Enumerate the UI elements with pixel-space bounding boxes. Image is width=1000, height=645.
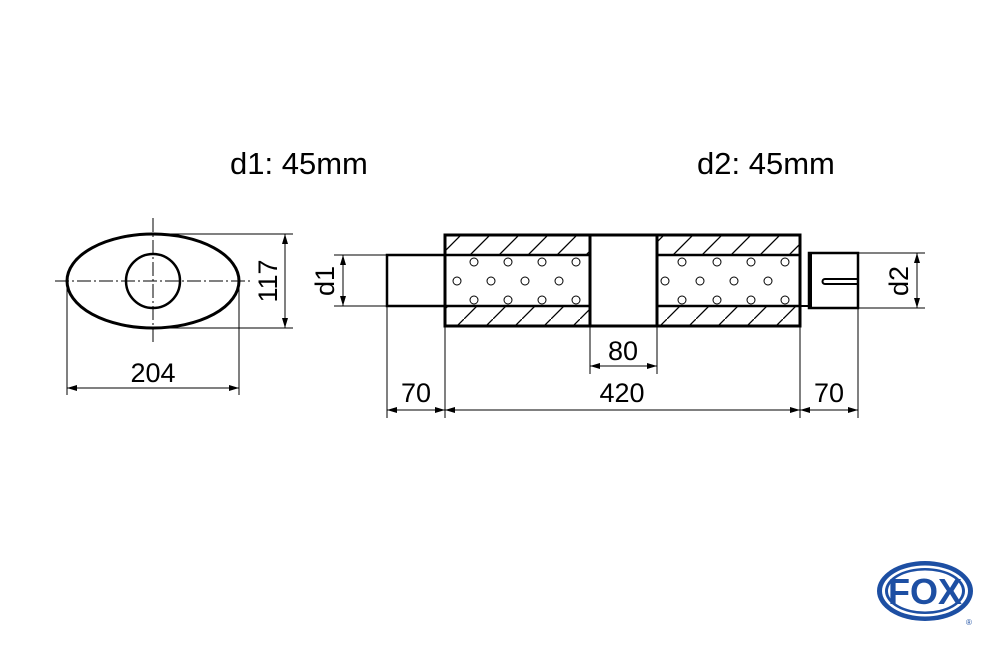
perforation-hole <box>746 295 756 305</box>
chamber-length-label: 80 <box>608 336 638 366</box>
perforation-hole <box>729 276 739 286</box>
outlet-length-label: 70 <box>814 378 844 408</box>
perforation-hole <box>780 295 790 305</box>
perforation-hole <box>712 257 722 267</box>
oval-height-label: 117 <box>253 259 283 302</box>
perforation-hole <box>571 257 581 267</box>
perforation-hole <box>452 276 462 286</box>
perforation-hole <box>469 295 479 305</box>
perforation-hole <box>537 295 547 305</box>
registered-mark: ® <box>966 618 972 627</box>
perforation-hole <box>571 295 581 305</box>
outlet-pipe <box>807 251 860 310</box>
perforation-hole <box>746 257 756 267</box>
perforation-hole <box>537 257 547 267</box>
perforation-hole <box>677 295 687 305</box>
perforation-hole <box>660 276 670 286</box>
perforation-hole <box>503 295 513 305</box>
fox-logo-text: FOX <box>888 571 962 612</box>
perforation-hole <box>520 276 530 286</box>
inlet-length-label: 70 <box>401 378 431 408</box>
d1-title: d1: 45mm <box>230 146 368 181</box>
fox-logo: FOX ® <box>877 561 973 627</box>
inlet-pipe <box>385 253 447 308</box>
muffler-side-view <box>334 233 925 418</box>
body-length-label: 420 <box>599 378 644 408</box>
oval-width-label: 204 <box>130 358 175 388</box>
perforation-hole <box>554 276 564 286</box>
perforation-hole <box>677 257 687 267</box>
oval-end-view <box>55 218 293 395</box>
perforation-hole <box>780 257 790 267</box>
perforation-hole <box>695 276 705 286</box>
perforation-hole <box>503 257 513 267</box>
perforation-hole <box>763 276 773 286</box>
d2-title: d2: 45mm <box>697 146 835 181</box>
perforation-holes <box>452 257 790 305</box>
perforation-hole <box>469 257 479 267</box>
d2-dimension-label: d2 <box>884 266 914 296</box>
d1-dimension-label: d1 <box>310 266 340 296</box>
perforation-hole <box>486 276 496 286</box>
perforation-hole <box>712 295 722 305</box>
